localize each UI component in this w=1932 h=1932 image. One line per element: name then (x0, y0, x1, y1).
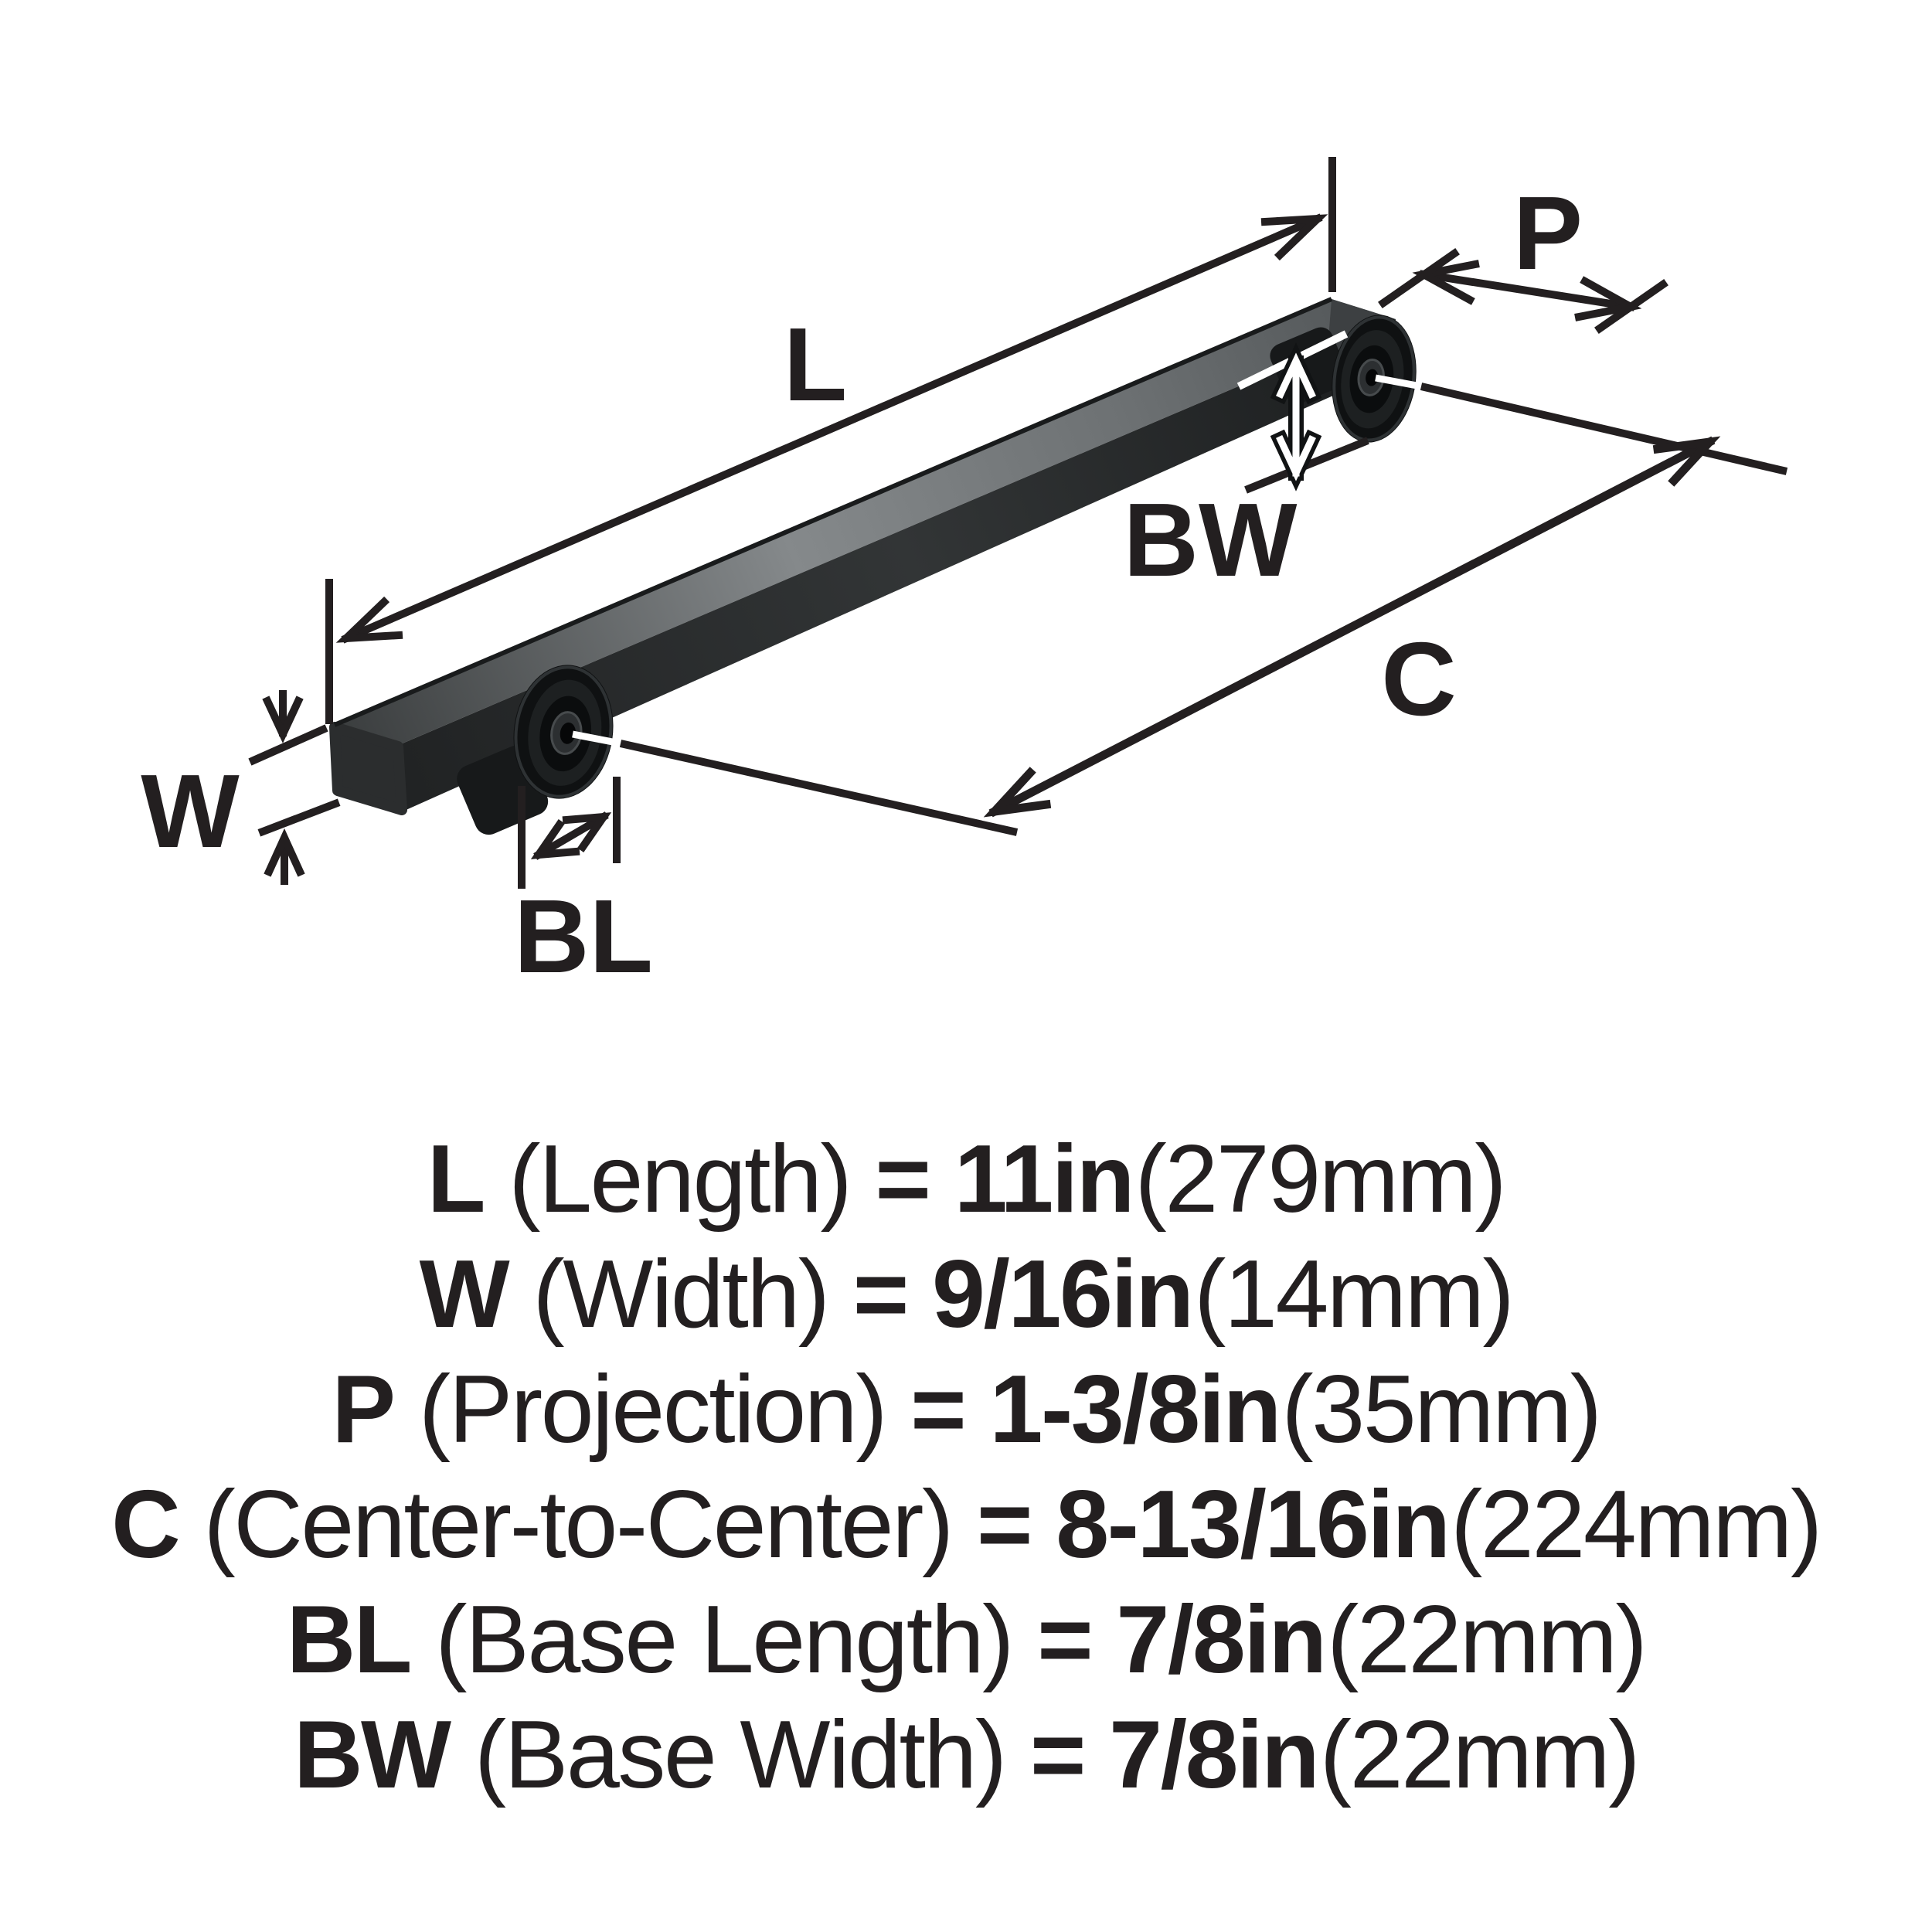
dim-width-tick-top (248, 724, 328, 766)
arrowhead-right-icon (1260, 214, 1328, 261)
dim-width-tick-bottom (257, 798, 341, 837)
spec-name: (Base Width) (474, 1702, 1007, 1808)
spec-metric: (14mm) (1194, 1241, 1515, 1348)
arrowhead-right-icon (1652, 436, 1721, 487)
arrowhead-right-icon (562, 812, 612, 852)
equals-sign: = (910, 1356, 966, 1463)
screw-axis-line-left (572, 730, 1019, 836)
spec-value: 11in (954, 1126, 1135, 1233)
spec-metric: (22mm) (1327, 1587, 1648, 1693)
dim-base-length: BL (514, 777, 653, 995)
spec-symbol: W (419, 1241, 510, 1348)
screw-axis-line-right (1375, 374, 1788, 475)
spec-symbol: L (427, 1126, 486, 1233)
dim-projection-tick-right (1594, 279, 1668, 334)
spec-name: (Width) (532, 1241, 830, 1348)
spec-name: (Base Length) (435, 1587, 1014, 1693)
spec-symbol: C (111, 1471, 181, 1578)
dimension-diagram: L P C W (141, 157, 1788, 995)
equals-sign: = (977, 1471, 1032, 1578)
handle-bar-front-face (399, 319, 1396, 811)
spec-metric: (35mm) (1281, 1356, 1602, 1463)
dim-width: W (141, 690, 341, 885)
spec-symbol: BL (286, 1587, 413, 1693)
spec-name: (Center-to-Center) (203, 1471, 954, 1578)
spec-text-block: L(Length)=11in(279mm) W(Width)=9/16in(14… (0, 1122, 1932, 1813)
arrowhead-left-icon (983, 767, 1052, 818)
equals-sign: = (1037, 1587, 1093, 1693)
spec-value: 7/8in (1109, 1702, 1320, 1808)
spec-metric: (22mm) (1319, 1702, 1641, 1808)
spec-value: 7/8in (1116, 1587, 1327, 1693)
dim-base-length-label: BL (514, 878, 653, 995)
dim-base-width: BW (1124, 330, 1369, 598)
dim-projection-line (1419, 270, 1635, 311)
dim-projection-tick-left (1378, 248, 1460, 308)
equals-sign: = (875, 1126, 931, 1233)
spec-metric: (224mm) (1451, 1471, 1822, 1578)
dim-center-to-center: C (983, 436, 1721, 818)
dim-projection: P (1378, 175, 1668, 334)
dim-base-length-line (533, 811, 609, 860)
dim-width-label: W (141, 753, 240, 869)
spec-metric: (279mm) (1134, 1126, 1507, 1233)
spec-line-base-width: BW(Base Width)=7/8in(22mm) (0, 1698, 1932, 1813)
dim-center-line (988, 436, 1716, 818)
spec-line-base-length: BL(Base Length)=7/8in(22mm) (0, 1583, 1932, 1698)
arrowhead-left-icon (335, 596, 403, 643)
spec-value: 8-13/16in (1056, 1471, 1451, 1578)
dim-length: L (325, 157, 1336, 724)
spec-line-center-to-center: C(Center-to-Center)=8-13/16in(224mm) (0, 1468, 1932, 1583)
spec-value: 1-3/8in (989, 1356, 1281, 1463)
spec-line-length: L(Length)=11in(279mm) (0, 1122, 1932, 1237)
spec-value: 9/16in (932, 1241, 1194, 1348)
spec-name: (Projection) (418, 1356, 888, 1463)
arrowhead-left-icon (530, 819, 580, 859)
handle-bar-left-end (329, 722, 407, 815)
arrow-down-icon (262, 696, 304, 743)
spec-symbol: P (332, 1356, 396, 1463)
handle-bar-top-face (335, 299, 1396, 745)
arrow-up-icon (264, 828, 305, 877)
dim-length-line (341, 213, 1323, 644)
spec-name: (Length) (509, 1126, 852, 1233)
equals-sign: = (1029, 1702, 1086, 1808)
equals-sign: = (852, 1241, 909, 1348)
dim-base-width-label: BW (1124, 481, 1298, 598)
dim-center-label: C (1381, 621, 1457, 737)
spec-line-width: W(Width)=9/16in(14mm) (0, 1237, 1932, 1352)
spec-symbol: BW (293, 1702, 451, 1808)
dim-length-label: L (784, 306, 847, 423)
double-arrow-vertical-icon (1276, 352, 1316, 481)
dim-projection-label: P (1513, 175, 1583, 291)
spec-line-projection: P(Projection)=1-3/8in(35mm) (0, 1352, 1932, 1468)
handle-bar-top-edge (333, 297, 1333, 727)
